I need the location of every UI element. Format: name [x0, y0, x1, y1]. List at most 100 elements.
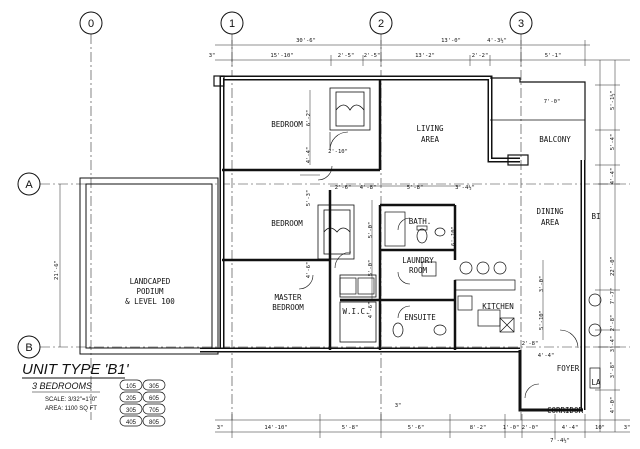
dim-d-h: 5'-0"	[368, 222, 374, 239]
room-label-bedroom-1: BEDROOM	[271, 120, 303, 129]
grid-label-A: A	[25, 179, 33, 191]
room-label-foyer: FOYER	[557, 364, 580, 373]
doors	[298, 131, 579, 399]
dim-d-j: 4'-6"	[306, 262, 312, 279]
room-label-ensuite: ENSUITE	[404, 313, 436, 322]
dim-d-q: 3"	[395, 403, 402, 409]
dim-bottom-i: 7'-4½"	[550, 437, 570, 444]
dim-right-i: 4'-0"	[610, 397, 616, 414]
unit-number: 305	[149, 384, 160, 390]
dim-bottom-e: 8'-2"	[470, 425, 487, 431]
dim-top-overall: 30'-6"	[296, 38, 316, 44]
grid-label-B: B	[25, 342, 32, 354]
dim-right-f: 2'-8"	[610, 315, 616, 332]
dim-top-c: 2'-5"	[338, 53, 355, 59]
dim-bottom-g: 2'-0"	[522, 425, 539, 431]
dim-d-i: 6'-10"	[451, 226, 457, 246]
unit-number: 405	[126, 420, 137, 426]
room-label-dining: DINING	[536, 207, 564, 216]
dim-bottom-j: 10"	[595, 425, 605, 431]
dim-bottom-h: 4'-4"	[562, 425, 579, 431]
dim-d-m: 5'-10"	[539, 310, 545, 330]
grid-bubbles: 0 1 2 3 A B	[17, 11, 533, 359]
fixtures	[339, 211, 602, 389]
room-label-master: MASTER	[274, 293, 302, 302]
unit-number: 105	[126, 384, 137, 390]
room-label-kitchen: KITCHEN	[482, 302, 514, 311]
dim-bedroom-height: 6'-2"	[306, 110, 312, 127]
unit-number-list: 105 305 205 605 305 705 405 805	[119, 379, 166, 427]
dim-d-c: 2'-6"	[335, 185, 352, 191]
podium-label-1: LANDCAPED	[130, 277, 171, 286]
dim-top-d: 2'-5"	[364, 53, 381, 59]
dim-bottom-a: 3"	[217, 425, 224, 431]
drawing-scale: SCALE: 3/32"=1'-0"	[45, 397, 97, 403]
dim-right-g: 3'-4"	[610, 336, 616, 353]
dim-right-d: 22'-0"	[610, 256, 616, 276]
grid-label-3: 3	[518, 18, 524, 30]
bedroom-count: 3 BEDROOMS	[32, 381, 92, 391]
dimension-labels: 30'-6" 3" 15'-10" 2'-5" 2'-5" 13'-2" 4'-…	[54, 37, 630, 444]
dim-bottom-c: 5'-8"	[342, 425, 359, 431]
dim-right-a: 5'-1½"	[609, 90, 616, 110]
dim-bottom-d: 5'-6"	[408, 425, 425, 431]
room-label-la: LA	[591, 378, 601, 387]
dim-bottom-b: 14'-10"	[264, 425, 287, 431]
exterior-walls	[200, 75, 586, 412]
dim-d-g: 5'-3"	[306, 190, 312, 207]
room-label-laundry-room: ROOM	[409, 266, 428, 275]
title-block: UNIT TYPE 'B1' 3 BEDROOMS SCALE: 3/32"=1…	[22, 361, 166, 427]
room-label-corridor: CORRIDOR	[547, 406, 584, 415]
podium-label-2: PODIUM	[136, 287, 164, 296]
interior-walls	[222, 80, 457, 350]
unit-number: 205	[126, 396, 137, 402]
dim-top-a: 3"	[209, 53, 216, 59]
room-labels: BEDROOM LIVING AREA BALCONY BEDROOM BATH…	[125, 120, 601, 415]
room-label-bath: BATH.	[409, 217, 432, 226]
unit-number: 805	[149, 420, 160, 426]
room-label-balcony: BALCONY	[539, 135, 571, 144]
dim-d-d: 4'-8"	[360, 185, 377, 191]
dim-d-p: 4'-4"	[538, 353, 555, 359]
room-label-bedroom-2: BEDROOM	[271, 219, 303, 228]
room-label-wic: W.I.C.	[342, 307, 369, 316]
dim-d-o: 2'-8"	[522, 341, 539, 347]
dim-top-f: 4'-3½"	[487, 37, 507, 44]
dim-d-l: 3'-0"	[539, 276, 545, 293]
dim-d-a: 4'-4"	[306, 147, 312, 164]
room-label-living-area: AREA	[421, 135, 440, 144]
dim-top-i: 5'-1"	[545, 53, 562, 59]
dim-bottom-k: 3"	[624, 425, 631, 431]
dim-d-b: 2'-10"	[328, 149, 348, 155]
grid-label-1: 1	[229, 18, 235, 30]
landscaped-podium	[79, 177, 219, 355]
unit-area: AREA: 1100 SQ FT	[45, 406, 97, 412]
dim-top-h: 2'-2"	[472, 53, 489, 59]
dim-right-c: 4'-4"	[610, 168, 616, 185]
room-label-bi: BI	[591, 212, 600, 221]
unit-title: UNIT TYPE 'B1'	[22, 361, 130, 378]
dim-right-b: 5'-4"	[610, 134, 616, 151]
dim-d-k: 5'-0"	[368, 260, 374, 277]
podium-label-3: & LEVEL 100	[125, 297, 175, 306]
room-label-living: LIVING	[416, 124, 444, 133]
grid-label-2: 2	[378, 18, 384, 30]
dim-top-e: 13'-2"	[415, 53, 435, 59]
dim-right-h: 3'-8"	[610, 362, 616, 379]
room-label-master-bedroom: BEDROOM	[272, 303, 304, 312]
dim-right-e: 7'-7"	[610, 288, 616, 305]
unit-number: 605	[149, 396, 160, 402]
dim-d-e: 5'-8"	[407, 185, 424, 191]
room-label-dining-area: AREA	[541, 218, 560, 227]
dim-d-n: 4'-6"	[368, 302, 374, 319]
dim-d-f: 3'-4½"	[455, 184, 475, 191]
dim-bottom-f: 1'-0"	[503, 425, 520, 431]
dim-left-a: 21'-6"	[54, 260, 60, 280]
grid-label-0: 0	[88, 18, 94, 30]
dim-balcony-width: 7'-0"	[544, 99, 561, 105]
dim-top-b: 15'-10"	[270, 53, 293, 59]
room-label-laundry: LAUNDRY	[402, 256, 434, 265]
unit-number: 705	[149, 408, 160, 414]
dim-top-g: 13'-0"	[441, 38, 461, 44]
